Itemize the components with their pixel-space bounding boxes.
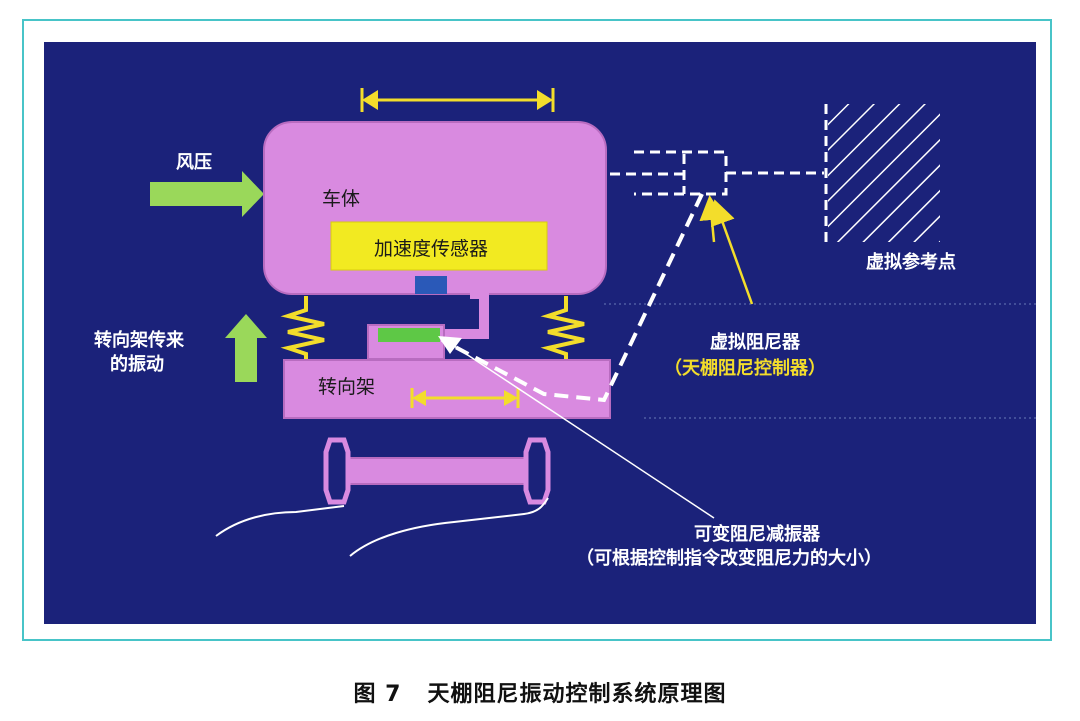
- sensor-mount: [415, 276, 447, 294]
- diagram-svg: [150, 88, 1036, 557]
- bogie-label: 转向架: [318, 376, 376, 398]
- control-signal-arrowhead: [438, 336, 462, 354]
- figure-title: 天棚阻尼振动控制系统原理图: [427, 682, 727, 707]
- bogie-vibration-label-line1: 转向架传来: [94, 330, 184, 351]
- variable-damper: [378, 328, 440, 342]
- skyhook-controller-label: （天棚阻尼控制器）: [664, 358, 826, 379]
- control-signal-line: [441, 193, 704, 403]
- vibration-arrow: [225, 314, 267, 382]
- diagram-panel: 风压 车体 加速度传感器 转向架传来 的振动 转向架 虚拟参考点 虚拟阻尼器 （…: [44, 42, 1036, 624]
- reference-hatch: [828, 104, 940, 242]
- spring-left: [280, 296, 325, 360]
- figure-caption: 图 7 天棚阻尼振动控制系统原理图: [0, 676, 1080, 708]
- variable-damper-note: （可根据控制指令改变阻尼力的大小）: [576, 548, 882, 569]
- body-motion-arrow: [360, 88, 555, 112]
- rail-right: [349, 497, 549, 557]
- wheelset: [323, 437, 551, 505]
- figure-number: 图 7: [353, 682, 402, 707]
- spring-right: [540, 296, 585, 360]
- variable-damper-label: 可变阻尼减振器: [694, 524, 820, 545]
- bogie-frame: [283, 359, 611, 419]
- virtual-reference-label: 虚拟参考点: [866, 252, 956, 273]
- accelerometer-label: 加速度传感器: [374, 238, 489, 260]
- rail-left: [215, 505, 345, 537]
- wind-pressure-label: 风压: [176, 152, 212, 173]
- accelerometer: [330, 221, 548, 271]
- virtual-damper-label: 虚拟阻尼器: [710, 332, 800, 353]
- wind-arrow: [150, 171, 264, 217]
- damper-link: [444, 289, 489, 339]
- pointer-variable-damper: [441, 337, 715, 519]
- bogie-motion-arrow: [410, 388, 520, 408]
- car-body-label: 车体: [322, 188, 361, 210]
- bogie-vibration-label-line2: 的振动: [110, 354, 164, 375]
- pointer-virtual-damper-b: [699, 195, 725, 243]
- pointer-virtual-damper-a: [711, 199, 754, 305]
- virtual-damper-symbol: [610, 104, 828, 242]
